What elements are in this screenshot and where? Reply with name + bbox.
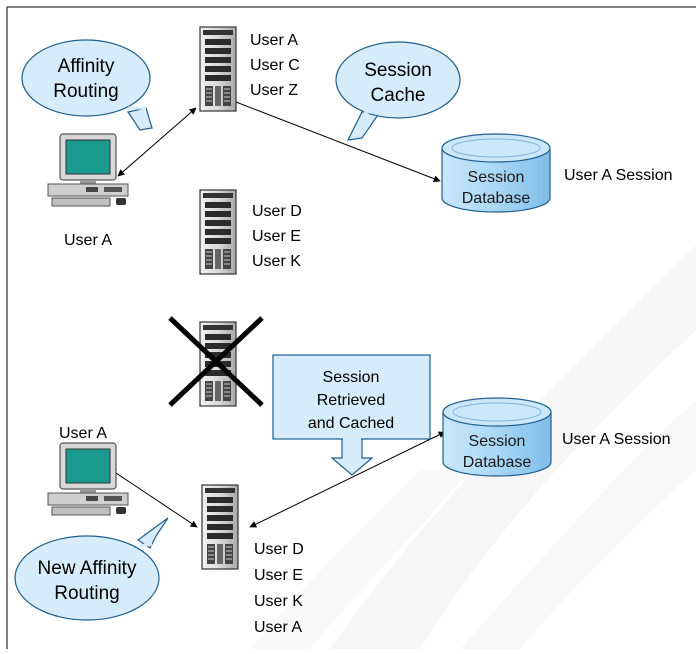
server-bottom-user-1: User D [254,541,304,558]
server-top-user-2: User C [250,57,300,74]
server-bottom-user-3: User K [254,593,303,610]
session-cache-line2: Cache [371,85,426,106]
db-top-label-1: Session [468,169,525,186]
callout-line1: Session [323,369,380,386]
server-middle-icon [199,189,237,275]
new-affinity-routing-line1: New Affinity [38,558,137,579]
callout-line3: and Cached [308,415,394,432]
server-top-users: User A User C User Z [250,32,300,99]
session-cache-bubble: Session Cache [335,41,461,141]
new-affinity-routing-bubble: New Affinity Routing [14,517,169,621]
server-bottom-icon [201,484,239,570]
server-middle-users: User D User E User K [252,203,302,270]
server-middle-user-2: User E [252,228,301,245]
db-top: Session Database [441,133,551,213]
failed-x-icon [168,316,264,407]
db-bottom-label-1: Session [469,433,526,450]
client-top-computer-icon [47,133,129,207]
server-middle-user-3: User K [252,253,301,270]
affinity-routing-bubble: Affinity Routing [21,39,153,131]
db-top-label-2: Database [462,190,531,207]
affinity-routing-line1: Affinity [58,56,115,77]
server-top-user-3: User Z [250,82,298,99]
db-top-side-label: User A Session [564,167,673,184]
link-server-bottom-to-db-bottom [249,431,446,528]
server-bottom-user-4: User A [254,619,302,636]
new-affinity-routing-line2: Routing [54,583,120,604]
server-top-icon [199,26,237,112]
server-bottom-users: User D User E User K User A [254,541,304,636]
server-top-user-1: User A [250,32,298,49]
client-bottom-label: User A [59,425,107,442]
server-bottom-user-2: User E [254,567,303,584]
session-retrieved-callout: Session Retrieved and Cached [272,354,431,476]
db-bottom-label-2: Database [463,454,532,471]
session-cache-line1: Session [364,60,432,81]
server-middle-user-1: User D [252,203,302,220]
client-top-label: User A [64,232,112,249]
client-bottom-computer-icon [47,442,129,516]
affinity-routing-line2: Routing [53,81,119,102]
link-server-top-to-db-top [235,101,441,182]
callout-line2: Retrieved [317,392,385,409]
db-bottom-side-label: User A Session [562,431,671,448]
link-client-top-to-server-top [117,107,197,177]
db-bottom: Session Database [442,397,552,477]
link-client-bottom-to-server-bottom [109,468,198,528]
